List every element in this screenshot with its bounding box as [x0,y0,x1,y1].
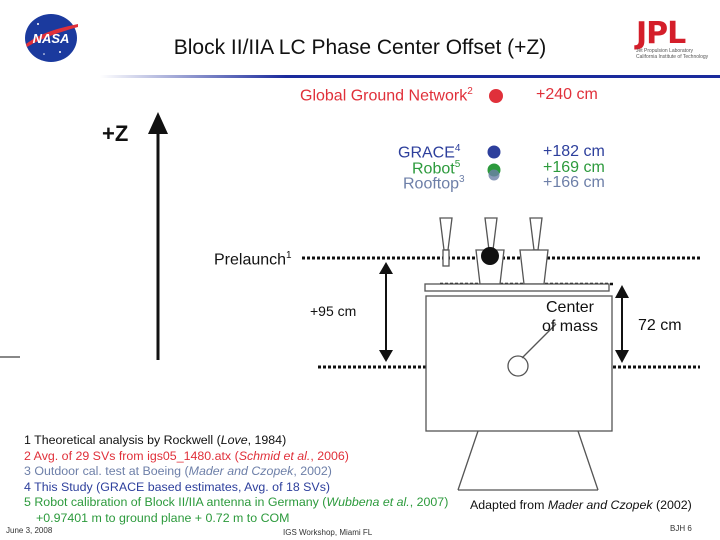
jpl-logo-text: JPL [636,16,686,51]
nasa-logo: NASA [25,14,78,62]
footnote-2: 2 Avg. of 29 SVs from igs05_1480.atx (Sc… [24,449,448,465]
offset-label-grace: GRACE4 [398,143,460,162]
offset-value-grace: +182 cm [543,143,605,160]
footnote-4-num: 4 [24,479,31,494]
footnote-5-text: Robot calibration of Block II/IIA antenn… [34,495,327,510]
com-distance-value: 72 cm [638,317,682,334]
footer-event: IGS Workshop, Miami FL [283,528,373,537]
footer-page: BJH 6 [670,524,692,533]
footnote-5: 5 Robot calibration of Block II/IIA ante… [24,495,448,511]
jpl-logo: JPL Jet Propulsion Laboratory California… [636,16,714,61]
footnote-3-text: Outdoor cal. test at Boeing ( [34,464,189,479]
footnote-3: 3 Outdoor cal. test at Boeing (Mader and… [24,464,448,480]
offset-value-global-network: +240 cm [536,86,598,103]
launch-adapter [457,430,599,491]
prelaunch-name: Prelaunch [214,251,287,269]
ground-plane [424,283,610,292]
center-of-mass-line-2: of mass [542,318,599,335]
com-distance-arrow [615,285,629,363]
footnote-3-num: 3 [24,464,31,479]
footnote-list: 1 Theoretical analysis by Rockwell (Love… [24,433,448,527]
offset-label-robot: Robot5 [412,159,460,178]
center-of-mass-label: Center of mass [542,298,598,336]
offset-ref-grace: 4 [454,143,461,154]
footnote-5-italic: Wubbena et al. [326,495,410,510]
footnote-5-extra: +0.97401 m to ground plane + 0.72 m to C… [36,510,290,525]
footnote-2-num: 2 [24,448,31,463]
footnote-1-text: Theoretical analysis by Rockwell ( [34,433,221,447]
footnote-4: 4 This Study (GRACE based estimates, Avg… [24,480,448,496]
z-axis-label: +Z [102,121,129,146]
prelaunch-offset-value: +95 cm [310,303,357,319]
footnote-5-tail: , 2007) [409,495,449,510]
title-underline [100,75,720,78]
footnote-1-tail: , 1984) [247,433,287,447]
prelaunch-offset-arrow [379,262,393,362]
adapted-from-year: (2002) [652,498,692,512]
footer-date: June 3, 2008 [6,526,53,535]
footnote-5-num: 5 [24,495,31,510]
offset-label-rooftop: Rooftop3 [403,174,465,193]
prelaunch-label: Prelaunch1 [214,250,292,269]
nasa-logo-text: NASA [33,31,70,46]
offset-ref-global-network: 2 [467,86,473,97]
offset-name-grace: GRACE [398,144,455,162]
center-of-mass-pointer [521,323,557,359]
center-of-mass-line-1: Center [545,299,595,316]
offset-name-rooftop: Rooftop [403,175,460,193]
offset-value-rooftop: +166 cm [543,174,605,191]
jpl-logo-subtitle-2: California Institute of Technology [636,54,709,60]
offset-ref-rooftop: 3 [459,174,465,185]
footnote-2-italic: Schmid et al. [238,448,311,463]
offset-name-global-network: Global Ground Network [300,87,468,105]
jpl-logo-subtitle-1: Jet Propulsion Laboratory [636,48,693,54]
prelaunch-dot [481,247,499,265]
footnote-4-text: This Study (GRACE based estimates, Avg. … [34,479,331,494]
footnote-2-tail: , 2006) [310,448,349,463]
adapted-from-prefix: Adapted from [470,498,548,512]
offset-label-global-network: Global Ground Network2 [300,86,473,105]
footnote-1-italic: Love [220,433,248,447]
footnote-3-tail: , 2002) [293,464,332,479]
offset-value-robot: +169 cm [543,159,605,176]
adapted-from-credit: Adapted from Mader and Czopek (2002) [470,498,692,512]
grace-dot [487,145,501,159]
footnote-3-italic: Mader and Czopek [188,464,294,479]
slide-title: Block II/IIA LC Phase Center Offset (+Z) [173,36,547,59]
center-of-mass-marker [507,355,529,377]
footnote-2-text: Avg. of 29 SVs from igs05_1480.atx ( [33,448,239,463]
prelaunch-ref: 1 [286,250,292,261]
rooftop-dot [488,169,500,181]
z-axis-arrow [148,112,168,360]
adapted-from-authors: Mader and Czopek [547,498,653,512]
footnote-1-num: 1 [24,433,31,447]
offset-name-robot: Robot [412,160,455,178]
global-network-dot [489,89,503,103]
offset-ref-robot: 5 [454,159,461,170]
footnote-1: 1 Theoretical analysis by Rockwell (Love… [24,433,448,449]
